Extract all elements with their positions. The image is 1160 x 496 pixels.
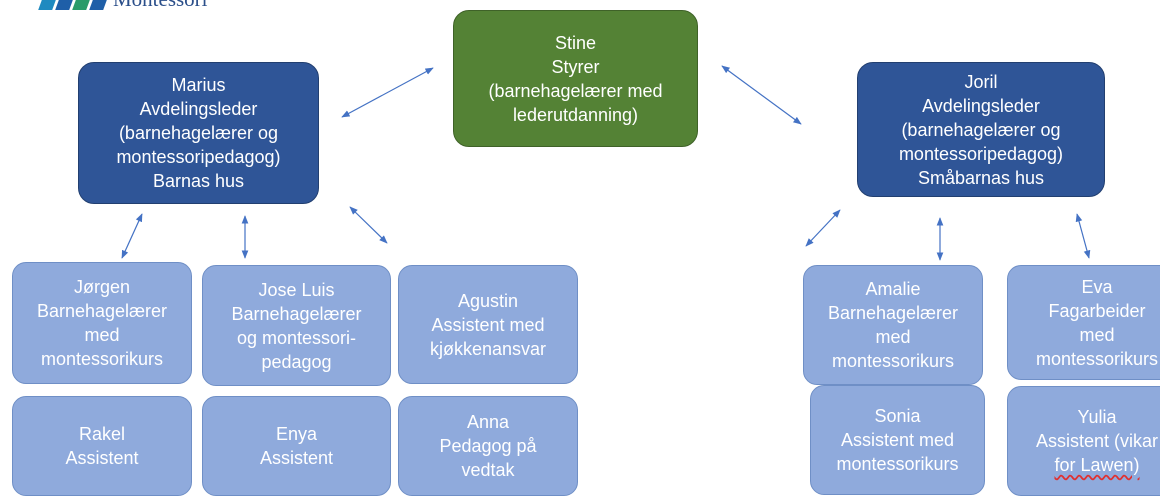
node-yulia-line-2: Assistent (vikar [1035, 431, 1159, 451]
node-stine-line-4: lederutdanning) [512, 104, 639, 125]
node-enya: Enya Assistent [202, 396, 391, 496]
node-anna: Anna Pedagog på vedtak [398, 396, 578, 496]
node-marius-line-2: Avdelingsleder [139, 99, 258, 119]
node-eva-line-4: montessorikurs [1035, 348, 1159, 369]
node-rakel-line-1: Rakel [78, 424, 126, 444]
node-marius-line-5: Barnas hus [152, 171, 245, 191]
arrow-stine-joril [721, 65, 802, 125]
node-yulia-line-3: for Lawen) [1054, 455, 1140, 475]
node-anna-line-2: Pedagog på [439, 436, 537, 456]
node-joseluis-line-2: Barnehagelærer [231, 303, 362, 324]
node-eva: Eva Fagarbeider med montessorikurs [1007, 265, 1160, 380]
node-amalie-line-1: Amalie [865, 279, 921, 299]
node-amalie-line-2: Barnehagelærer [827, 303, 959, 323]
node-eva-line-1: Eva [1081, 276, 1113, 297]
arrow-stine-marius [341, 67, 434, 118]
node-joseluis-line-1: Jose Luis [258, 279, 335, 300]
node-sonia-line-2: Assistent med [840, 430, 955, 450]
node-eva-line-3: med [1079, 324, 1115, 345]
node-amalie-line-3: med [875, 327, 911, 347]
node-sonia: Sonia Assistent med montessorikurs [810, 385, 985, 495]
node-jorgen: Jørgen Barnehagelærer med montessorikurs [12, 262, 192, 384]
node-amalie: Amalie Barnehagelærer med montessorikurs [803, 265, 983, 385]
arrow-joril-eva [1075, 213, 1091, 259]
node-rakel: Rakel Assistent [12, 396, 192, 496]
node-agustin-line-2: Assistent med [431, 314, 545, 335]
node-joril: Joril Avdelingsleder (barnehagelærer og … [857, 62, 1105, 197]
node-enya-line-2: Assistent [259, 448, 334, 468]
node-joril-line-3: (barnehagelærer og [901, 119, 1061, 140]
node-rakel-line-2: Assistent [65, 448, 139, 468]
node-joseluis: Jose Luis Barnehagelærer og montessori- … [202, 265, 391, 386]
logo: Montessori [38, 0, 208, 10]
node-marius: Marius Avdelingsleder (barnehagelærer og… [78, 62, 319, 204]
node-anna-line-1: Anna [466, 412, 510, 432]
arrow-marius-jorgen [121, 213, 143, 259]
node-joseluis-line-4: pedagog [261, 351, 332, 372]
node-stine-line-2: Styrer [551, 56, 600, 77]
node-agustin-line-1: Agustin [457, 290, 519, 311]
node-sonia-line-1: Sonia [874, 406, 921, 426]
node-anna-line-3: vedtak [461, 460, 515, 480]
node-enya-line-1: Enya [275, 424, 318, 444]
node-stine-line-1: Stine [554, 32, 597, 53]
node-joril-line-4: montessoripedagog) [898, 143, 1064, 164]
node-eva-line-2: Fagarbeider [1048, 300, 1146, 321]
node-jorgen-line-2: Barnehagelærer [36, 301, 168, 321]
node-sonia-line-3: montessorikurs [836, 454, 959, 474]
node-joril-line-5: Småbarnas hus [917, 167, 1045, 188]
node-jorgen-line-3: med [84, 325, 120, 345]
node-marius-line-1: Marius [171, 75, 226, 95]
node-stine-line-3: (barnehagelærer med [488, 80, 663, 101]
node-agustin: Agustin Assistent med kjøkkenansvar [398, 265, 578, 384]
node-stine: Stine Styrer (barnehagelærer med lederut… [453, 10, 698, 147]
node-marius-line-4: montessoripedagog) [116, 147, 281, 167]
node-jorgen-line-1: Jørgen [73, 277, 131, 297]
node-joril-line-2: Avdelingsleder [922, 95, 1040, 116]
logo-text: Montessori [113, 0, 208, 10]
node-yulia: Yulia Assistent (vikar for Lawen) [1007, 386, 1160, 496]
node-agustin-line-3: kjøkkenansvar [429, 338, 547, 359]
arrow-joril-amalie [805, 209, 841, 247]
node-joseluis-line-3: og montessori- [236, 327, 357, 348]
node-yulia-line-1: Yulia [1077, 407, 1117, 427]
node-marius-line-3: (barnehagelærer og [118, 123, 279, 143]
node-jorgen-line-4: montessorikurs [40, 349, 164, 369]
arrow-marius-agustin [349, 206, 388, 244]
node-amalie-line-4: montessorikurs [831, 351, 955, 371]
node-joril-line-1: Joril [964, 71, 998, 92]
